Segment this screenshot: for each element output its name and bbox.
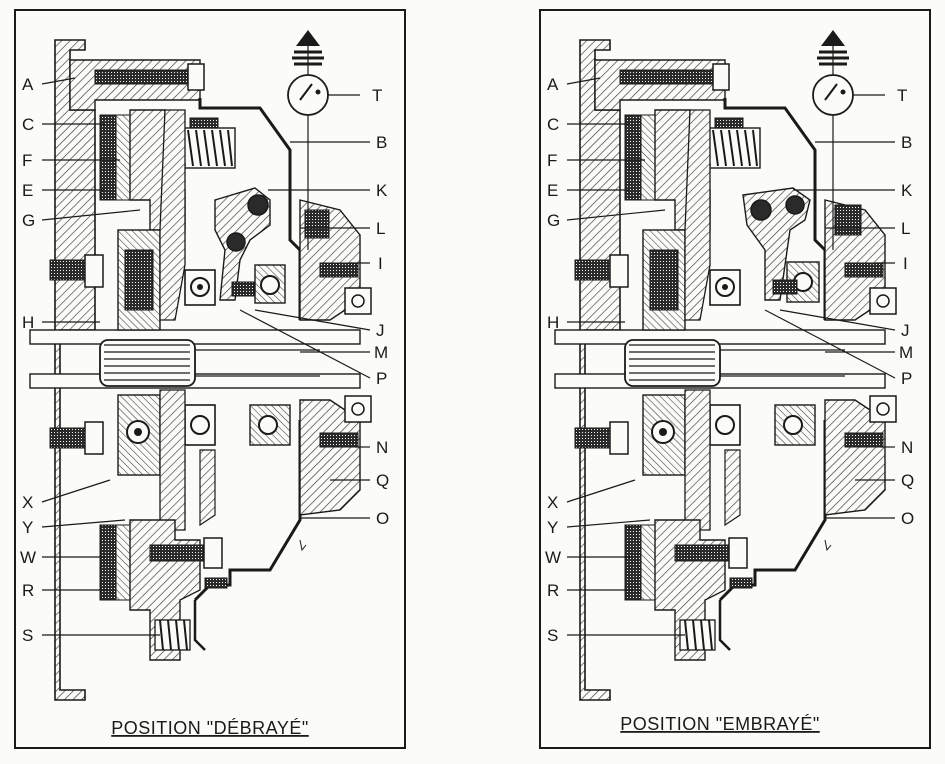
part-label: B (901, 133, 912, 152)
part-label: E (22, 181, 33, 200)
labels-left: A C F E G H X Y W R S (20, 75, 36, 645)
part-label: W (545, 548, 561, 567)
part-label: P (376, 369, 387, 388)
part-label: P (901, 369, 912, 388)
part-label: C (547, 115, 559, 134)
part-label: X (22, 493, 33, 512)
part-label: H (547, 313, 559, 332)
panel-frame (14, 9, 406, 749)
labels-right: T B K L I J M P N Q O (372, 86, 389, 528)
part-label: N (901, 438, 913, 457)
part-label: Y (547, 518, 558, 537)
part-label: Q (901, 471, 914, 490)
part-label: L (376, 219, 385, 238)
part-label: J (376, 321, 385, 340)
part-label: S (22, 626, 33, 645)
part-label: F (547, 151, 557, 170)
panel-caption: POSITION "DÉBRAYÉ" (111, 718, 308, 738)
part-label: H (22, 313, 34, 332)
part-label: K (901, 181, 913, 200)
part-label: T (372, 86, 382, 105)
part-label: W (20, 548, 36, 567)
part-label: M (374, 343, 388, 362)
part-label: I (903, 254, 908, 273)
part-label: S (547, 626, 558, 645)
part-label: A (547, 75, 559, 94)
part-label: I (378, 254, 383, 273)
panel-embraye: A C F E G H X Y W R S T B K L I J M P N … (539, 9, 931, 749)
clutch-cross-section (28, 28, 373, 702)
part-label: Y (22, 518, 33, 537)
part-label: O (901, 509, 914, 528)
part-label: A (22, 75, 34, 94)
part-label: C (22, 115, 34, 134)
labels-left: A C F E G H X Y W R S (545, 75, 561, 645)
part-label: B (376, 133, 387, 152)
part-label: L (901, 219, 910, 238)
part-label: K (376, 181, 388, 200)
part-label: G (547, 211, 560, 230)
part-label: R (547, 581, 559, 600)
part-label: Q (376, 471, 389, 490)
part-label: R (22, 581, 34, 600)
part-label: T (897, 86, 907, 105)
part-label: O (376, 509, 389, 528)
part-label: G (22, 211, 35, 230)
clutch-cross-section (553, 28, 898, 702)
labels-right: T B K L I J M P N Q O (897, 86, 914, 528)
panel-caption: POSITION "EMBRAYÉ" (620, 714, 819, 734)
part-label: N (376, 438, 388, 457)
part-label: E (547, 181, 558, 200)
part-label: F (22, 151, 32, 170)
part-label: J (901, 321, 910, 340)
part-label: M (899, 343, 913, 362)
panel-debraye: A C F E G H X Y W R S T B K L I J M P N … (14, 9, 406, 749)
panel-frame (539, 9, 931, 749)
part-label: X (547, 493, 558, 512)
